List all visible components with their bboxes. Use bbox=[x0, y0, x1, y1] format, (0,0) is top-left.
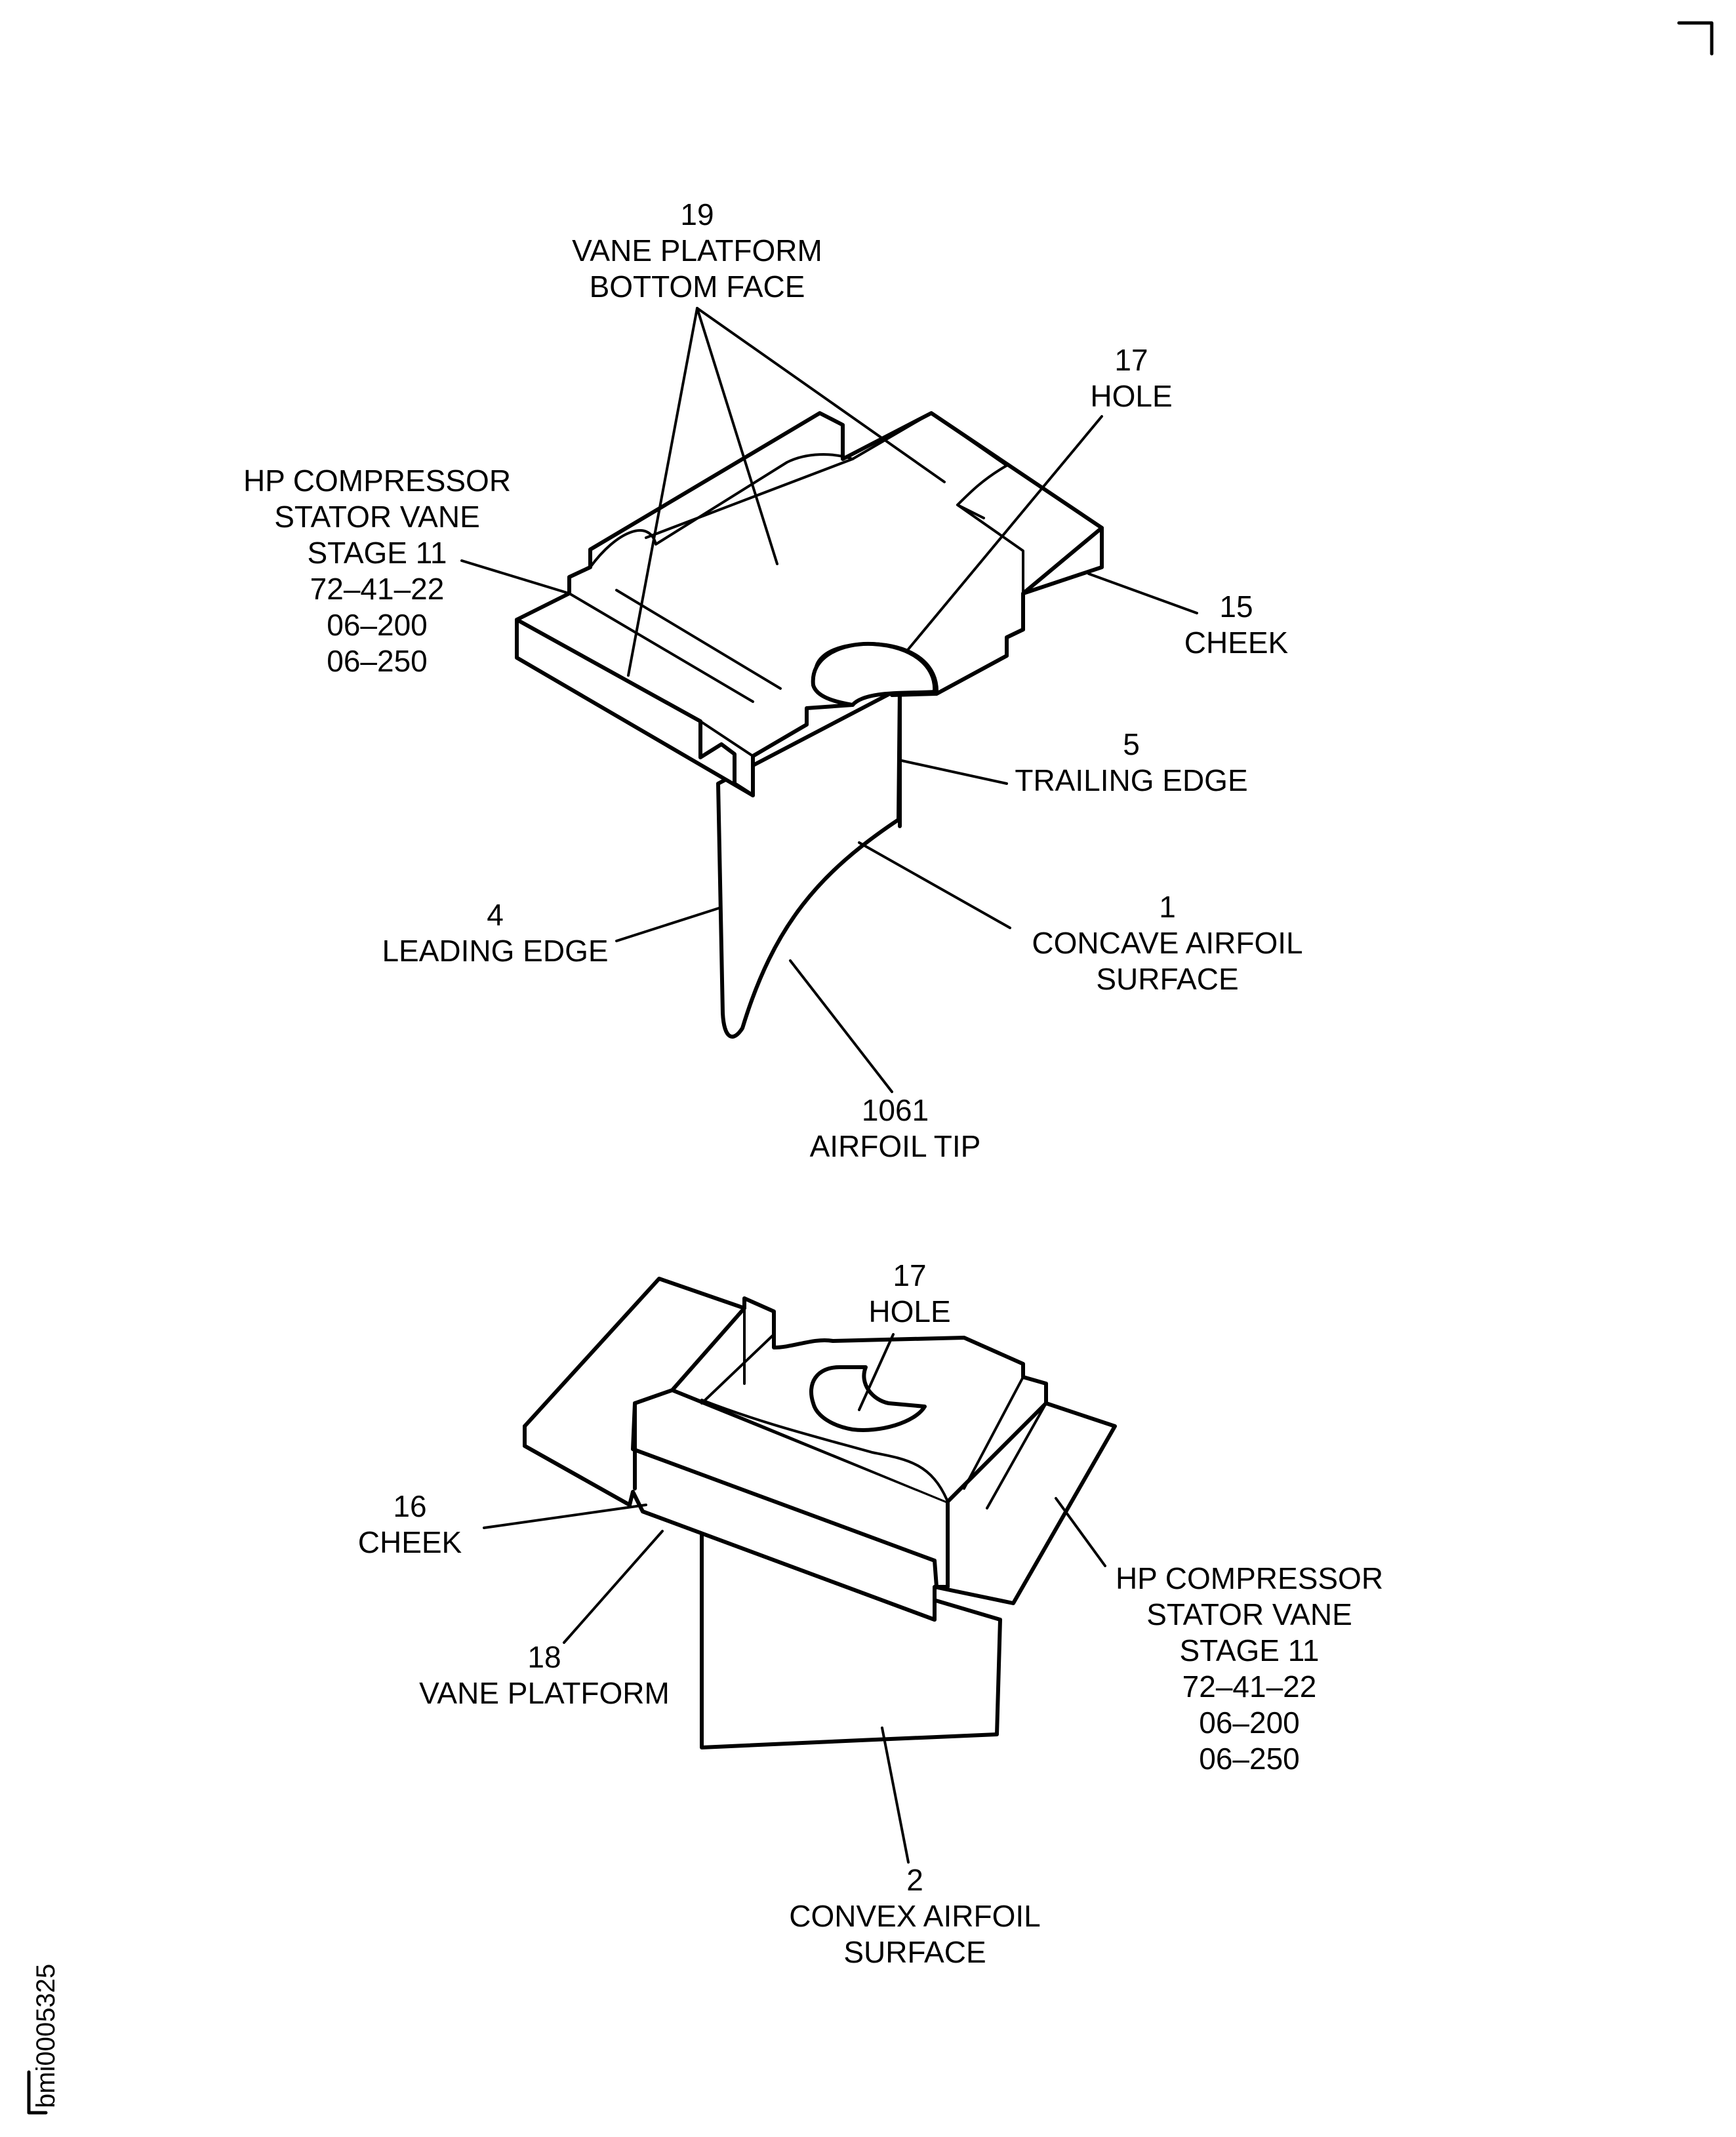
callout-number: 17 bbox=[893, 1258, 927, 1292]
callout-text: CHEEK bbox=[357, 1525, 462, 1559]
callout-text: VANE PLATFORM bbox=[572, 233, 822, 268]
callout-text: SURFACE bbox=[843, 1935, 986, 1969]
callout-number: 16 bbox=[393, 1489, 427, 1523]
callout-number: 1061 bbox=[861, 1093, 929, 1127]
part-reference: 06–250 bbox=[1199, 1742, 1300, 1776]
label-top-cheek: 15 CHEEK bbox=[1154, 589, 1318, 661]
callout-text: SURFACE bbox=[1096, 962, 1239, 996]
part-reference: 06–200 bbox=[1199, 1706, 1300, 1740]
part-stage: STAGE 11 bbox=[307, 536, 447, 570]
callout-number: 1 bbox=[1159, 890, 1176, 924]
top-leader-lines bbox=[460, 307, 1198, 1093]
part-name: STATOR VANE bbox=[274, 500, 480, 534]
part-reference: 72–41–22 bbox=[1182, 1669, 1317, 1704]
part-reference: 06–250 bbox=[327, 644, 428, 678]
label-bottom-cheek: 16 CHEEK bbox=[328, 1488, 492, 1561]
callout-text: HOLE bbox=[868, 1294, 951, 1328]
label-vane-platform-bottom-face: 19 VANE PLATFORM BOTTOM FACE bbox=[550, 197, 845, 305]
callout-number: 19 bbox=[680, 197, 714, 231]
callout-text: CHEEK bbox=[1184, 626, 1289, 660]
label-concave-airfoil-surface: 1 CONCAVE AIRFOIL SURFACE bbox=[1007, 889, 1328, 997]
label-bottom-part-id: HP COMPRESSOR STATOR VANE STAGE 11 72–41… bbox=[1082, 1561, 1417, 1777]
callout-text: CONVEX AIRFOIL bbox=[789, 1899, 1041, 1933]
label-leading-edge: 4 LEADING EDGE bbox=[364, 897, 626, 969]
callout-number: 2 bbox=[906, 1863, 923, 1897]
top-platform-pocket bbox=[589, 412, 1024, 595]
part-name: HP COMPRESSOR bbox=[243, 464, 512, 498]
top-vane-drawing bbox=[515, 411, 1104, 1039]
part-name: HP COMPRESSOR bbox=[1115, 1561, 1384, 1595]
corner-marks bbox=[27, 21, 1714, 2115]
figure-id: bmi0005325 bbox=[31, 1963, 60, 2108]
label-trailing-edge: 5 TRAILING EDGE bbox=[994, 727, 1269, 799]
part-reference: 06–200 bbox=[327, 608, 428, 642]
label-bottom-hole: 17 HOLE bbox=[828, 1258, 992, 1330]
callout-text: HOLE bbox=[1090, 379, 1173, 413]
callout-number: 4 bbox=[487, 898, 504, 932]
callout-number: 18 bbox=[527, 1640, 561, 1674]
label-vane-platform: 18 VANE PLATFORM bbox=[407, 1639, 682, 1711]
callout-number: 15 bbox=[1219, 589, 1253, 624]
bottom-hole bbox=[809, 1365, 927, 1432]
bottom-vane-drawing bbox=[523, 1277, 1117, 1749]
label-convex-airfoil-surface: 2 CONVEX AIRFOIL SURFACE bbox=[754, 1862, 1076, 1970]
callout-text: LEADING EDGE bbox=[382, 934, 609, 968]
callout-text: TRAILING EDGE bbox=[1015, 763, 1248, 797]
callout-text: VANE PLATFORM bbox=[419, 1676, 670, 1710]
callout-number: 17 bbox=[1114, 343, 1148, 377]
part-reference: 72–41–22 bbox=[310, 572, 445, 606]
callout-text: AIRFOIL TIP bbox=[809, 1129, 981, 1163]
part-stage: STAGE 11 bbox=[1179, 1633, 1320, 1668]
callout-text: CONCAVE AIRFOIL bbox=[1032, 926, 1303, 960]
part-name: STATOR VANE bbox=[1146, 1597, 1352, 1631]
top-hole bbox=[811, 641, 937, 707]
bottom-platform-rail bbox=[631, 1388, 950, 1589]
bottom-airfoil bbox=[700, 1529, 1002, 1749]
callout-text: BOTTOM FACE bbox=[589, 270, 805, 304]
top-airfoil bbox=[716, 687, 902, 1039]
label-top-hole: 17 HOLE bbox=[1049, 342, 1213, 414]
label-airfoil-tip: 1061 AIRFOIL TIP bbox=[790, 1092, 1000, 1165]
callout-number: 5 bbox=[1123, 727, 1140, 761]
bottom-leader-lines bbox=[483, 1333, 1106, 1864]
label-top-part-id: HP COMPRESSOR STATOR VANE STAGE 11 72–41… bbox=[210, 463, 544, 679]
